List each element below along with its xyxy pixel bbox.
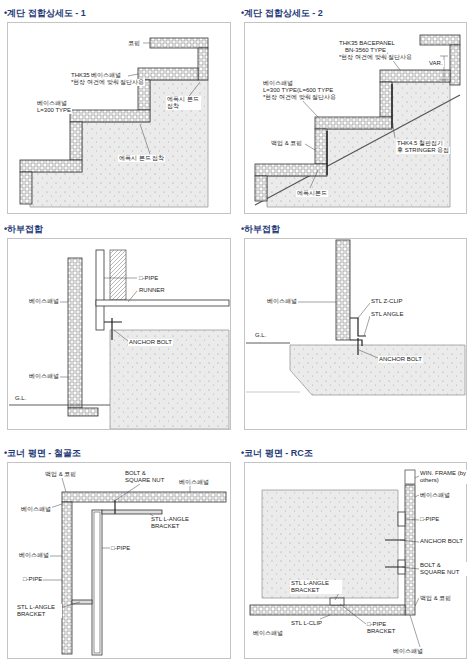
- part-label: L=300 TYPE: [36, 107, 72, 114]
- panel-heading: •코너 평면 - RC조: [241, 447, 313, 460]
- corner-plan-steel: [40, 478, 226, 655]
- part-label: 에폭시 본드 접착: [166, 96, 201, 110]
- part-label: THK4.5 철판접기: [396, 140, 444, 147]
- part-label: STL Z-CLIP: [370, 298, 403, 305]
- part-label: STL L-CLIP: [290, 620, 323, 627]
- part-label: 베이스패널: [20, 506, 52, 513]
- part-label: BN-3560 TYPE: [344, 47, 387, 54]
- part-label: 베이스패널: [178, 479, 210, 486]
- panel-heading: •하부접합: [4, 223, 43, 236]
- stair-detail-2: [255, 35, 460, 207]
- panel-heading: •하부접합: [241, 223, 280, 236]
- part-label: ANCHOR BOLT: [378, 356, 423, 363]
- part-label: ANCHOR BOLT: [128, 339, 173, 346]
- detail-panel: •계단 접합상세도 - 1: [7, 22, 231, 214]
- part-label: 백업 & 코핑: [270, 140, 303, 147]
- base-joint-2: [246, 240, 465, 395]
- part-label: 베이스패널: [36, 100, 68, 107]
- part-label: THK35 BACEPANEL: [338, 40, 396, 47]
- part-label: RUNNER: [138, 287, 166, 294]
- detail-panel: •코너 평면 - 철골조: [7, 462, 231, 659]
- part-label: G.L.: [254, 332, 267, 339]
- part-label: VAR.: [428, 60, 444, 67]
- part-label: *현장 여건에 맞춰 절단사용: [338, 54, 413, 61]
- part-label: 베이스패널: [28, 298, 60, 305]
- part-label: □-PIPE: [419, 516, 440, 523]
- part-label: *현장 여건에 맞춰 절단사용: [262, 94, 337, 101]
- part-label: 백업 & 코핑: [419, 595, 452, 602]
- part-label: 베이스패널: [419, 492, 451, 499]
- part-label: 에폭시 본드 접착: [118, 155, 165, 162]
- part-label: 베이스패널: [252, 630, 284, 637]
- part-label: STL ANGLE: [370, 311, 404, 318]
- panel-heading: •계단 접합상세도 - 2: [241, 7, 323, 20]
- panel-heading: •계단 접합상세도 - 1: [4, 7, 86, 20]
- part-label: L=300 TYPE(L=600 TYPE: [262, 87, 334, 94]
- detail-panel: •하부접합: [244, 238, 467, 430]
- part-label: 후 STRINGER 용접: [396, 147, 450, 154]
- part-label: 베이스패널: [392, 648, 424, 655]
- part-label: 코핑: [127, 40, 141, 47]
- part-label: BOLT & SQUARE NUT: [124, 470, 168, 484]
- part-label: STL L-ANGLE BRACKET: [290, 580, 342, 594]
- part-label: STL L-ANGLE BRACKET: [16, 604, 62, 618]
- part-label: THK35 베이스패널: [70, 72, 122, 79]
- part-label: STL L-ANGLE BRACKET: [150, 516, 196, 530]
- part-label: 베이스패널: [262, 80, 294, 87]
- part-label: 베이스패널: [18, 552, 50, 559]
- detail-panel: •하부접합: [7, 238, 231, 430]
- part-label: G.L.: [14, 395, 27, 402]
- part-label: BOLT & SQUARE NUT: [419, 562, 467, 576]
- part-label: 베이스패널: [28, 373, 60, 380]
- part-label: WIN. FRAME (by others): [419, 470, 467, 484]
- part-label: □-PIPE: [138, 275, 159, 282]
- base-joint-1: [9, 250, 229, 429]
- part-label: 베이스패널: [266, 298, 298, 305]
- corner-plan-rc: [250, 470, 420, 647]
- stair-detail-1: [20, 38, 208, 207]
- part-label: □-PIPE: [110, 545, 131, 552]
- part-label: ANCHOR BOLT: [419, 538, 464, 545]
- part-label: *현장 여건에 맞춰 절단사용: [70, 79, 145, 86]
- part-label: 에폭시본드: [296, 190, 328, 197]
- part-label: □-PIPE: [22, 576, 43, 583]
- part-label: 백업 & 코핑: [44, 471, 77, 478]
- panel-heading: •코너 평면 - 철골조: [4, 447, 81, 460]
- part-label: □-PIPE BRACKET: [366, 621, 404, 635]
